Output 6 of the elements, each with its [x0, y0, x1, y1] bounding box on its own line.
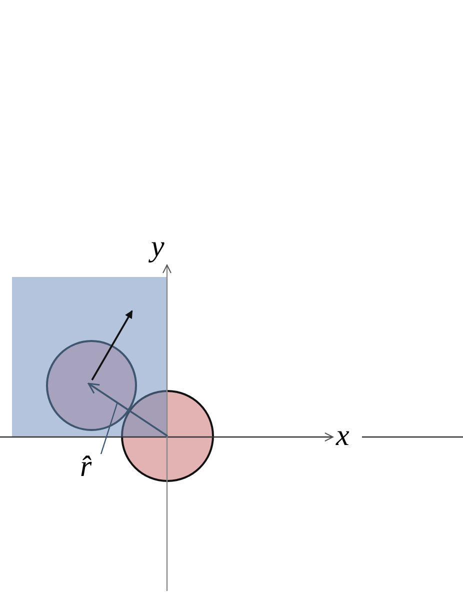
square-region	[12, 277, 167, 437]
axis-label: y	[151, 232, 164, 262]
vector-arrow	[88, 382, 168, 437]
leader-line	[100, 402, 118, 454]
axis-label: x	[336, 421, 350, 451]
vector-label: r̂	[80, 452, 92, 482]
